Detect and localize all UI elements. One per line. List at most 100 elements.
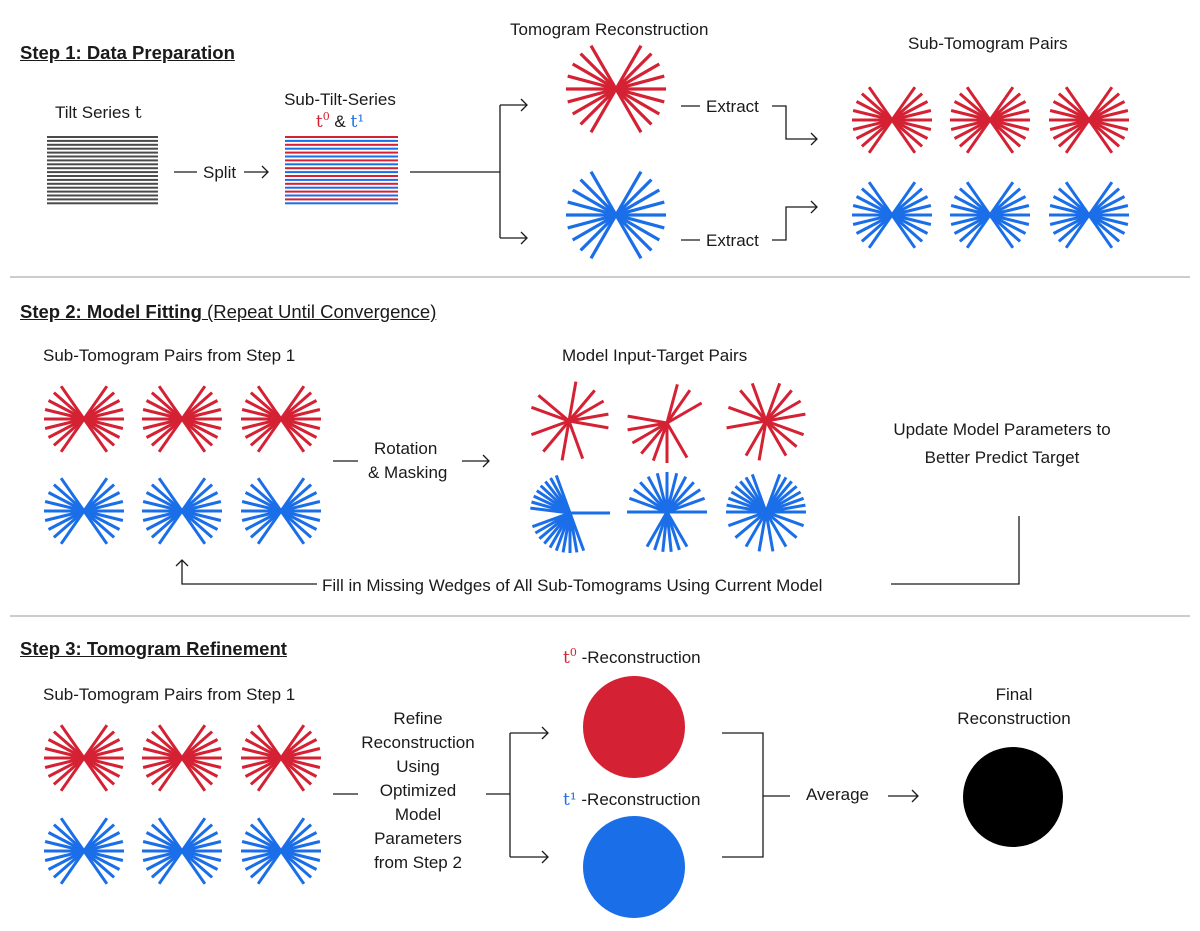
step2-sub-tomogram-red-icon: [241, 385, 321, 453]
fan-ray: [571, 62, 617, 91]
fan-ray: [1087, 214, 1114, 249]
fan-ray: [614, 170, 643, 216]
fan-ray: [280, 500, 321, 513]
fan-ray: [989, 118, 1030, 131]
fan-ray: [82, 757, 109, 792]
fan-ray: [765, 510, 798, 539]
fan-ray: [757, 420, 768, 461]
fan-ray: [244, 756, 282, 778]
sub-tilt-series-line: [285, 155, 398, 158]
model-target-blue-icon-1: [530, 474, 610, 553]
fan-ray: [181, 831, 219, 853]
fan-ray: [1052, 213, 1090, 235]
final-label-2: Reconstruction: [957, 709, 1071, 728]
fan-ray: [150, 823, 183, 853]
fan-ray: [83, 417, 116, 447]
fan-ray: [44, 849, 85, 862]
fan-ray: [249, 756, 282, 786]
fan-ray: [615, 62, 661, 91]
fan-ray: [989, 213, 1027, 235]
final-label-1: Final: [995, 685, 1033, 704]
sub-tomogram-blue-icon: [852, 181, 932, 249]
tilt-series-line: [47, 143, 158, 146]
tilt-series-variable: t: [134, 103, 142, 123]
sub-tilt-series-line: [285, 198, 398, 201]
fill-missing-wedges-label: Fill in Missing Wedges of All Sub-Tomogr…: [322, 576, 823, 595]
t1-suffix: -Reconstruction: [581, 790, 701, 809]
fan-ray: [181, 417, 214, 447]
fan-ray: [764, 389, 793, 422]
fan-ray: [571, 188, 617, 217]
fan-ray: [280, 417, 321, 430]
fan-ray: [82, 850, 109, 885]
fan-ray: [891, 109, 932, 122]
fan-ray: [965, 181, 992, 216]
fan-ray: [256, 510, 283, 545]
average-label: Average: [806, 785, 870, 804]
fan-ray: [614, 178, 653, 217]
feedback-loop-left: [181, 560, 317, 585]
fan-ray: [180, 817, 207, 852]
fan-ray: [891, 195, 929, 217]
fan-ray: [965, 119, 992, 154]
fan-ray: [249, 391, 282, 421]
refine-branch-top-arrowhead: [541, 726, 549, 740]
fan-ray: [82, 510, 109, 545]
step3-pairs-label: Sub-Tomogram Pairs from Step 1: [43, 685, 296, 704]
tilt-series-line: [47, 178, 158, 181]
t0-symbol: t0: [315, 111, 330, 132]
sub-tilt-series-line: [285, 159, 398, 162]
fan-ray: [1049, 204, 1090, 217]
tomogram-blue-icon: [566, 170, 666, 260]
tilt-series-line: [47, 182, 158, 185]
fan-ray: [249, 823, 282, 853]
tilt-series-line: [47, 186, 158, 189]
fan-ray: [181, 408, 222, 421]
fan-ray: [989, 118, 1022, 148]
fan-ray: [47, 509, 85, 531]
step3-sub-tomogram-blue-icon: [142, 817, 222, 885]
fan-ray: [530, 405, 570, 423]
fan-ray: [150, 730, 183, 760]
tomogram-red-icon: [566, 44, 666, 134]
fan-ray: [244, 417, 282, 439]
t0-symbol: t0: [563, 647, 577, 668]
feedback-loop-arrowhead: [175, 559, 189, 567]
fan-ray: [280, 417, 318, 439]
fan-ray: [59, 817, 86, 852]
fan-ray: [142, 500, 183, 513]
tilt-series-line: [47, 190, 158, 193]
fan-ray: [181, 417, 222, 430]
fan-ray: [157, 724, 184, 759]
sub-tomogram-blue-icon: [1049, 181, 1129, 249]
fan-ray: [867, 119, 894, 154]
step2-title: Step 2: Model Fitting: [20, 301, 202, 322]
fan-ray: [855, 100, 893, 122]
fan-ray: [83, 509, 124, 522]
tilt-series-line: [47, 198, 158, 201]
fan-ray: [59, 385, 86, 420]
fan-ray: [180, 385, 207, 420]
fan-ray: [83, 756, 116, 786]
fan-ray: [44, 747, 85, 760]
fan-ray: [568, 419, 609, 430]
fan-ray: [83, 849, 124, 862]
fan-ray: [280, 840, 321, 853]
model-input-red-icon-3: [726, 382, 806, 461]
fan-ray: [256, 477, 283, 512]
fan-ray: [181, 491, 219, 513]
fan-ray: [280, 831, 318, 853]
t0-base: t: [315, 112, 323, 132]
fan-ray: [628, 496, 668, 514]
fan-ray: [59, 418, 86, 453]
fan-ray: [83, 756, 121, 778]
fan-ray: [852, 109, 893, 122]
fan-ray: [157, 477, 184, 512]
fan-ray: [958, 92, 991, 122]
fan-ray: [726, 419, 767, 430]
fan-ray: [965, 214, 992, 249]
fan-ray: [764, 473, 782, 513]
fan-ray: [145, 417, 183, 439]
fan-ray: [860, 118, 893, 148]
fan-ray: [988, 214, 1015, 249]
